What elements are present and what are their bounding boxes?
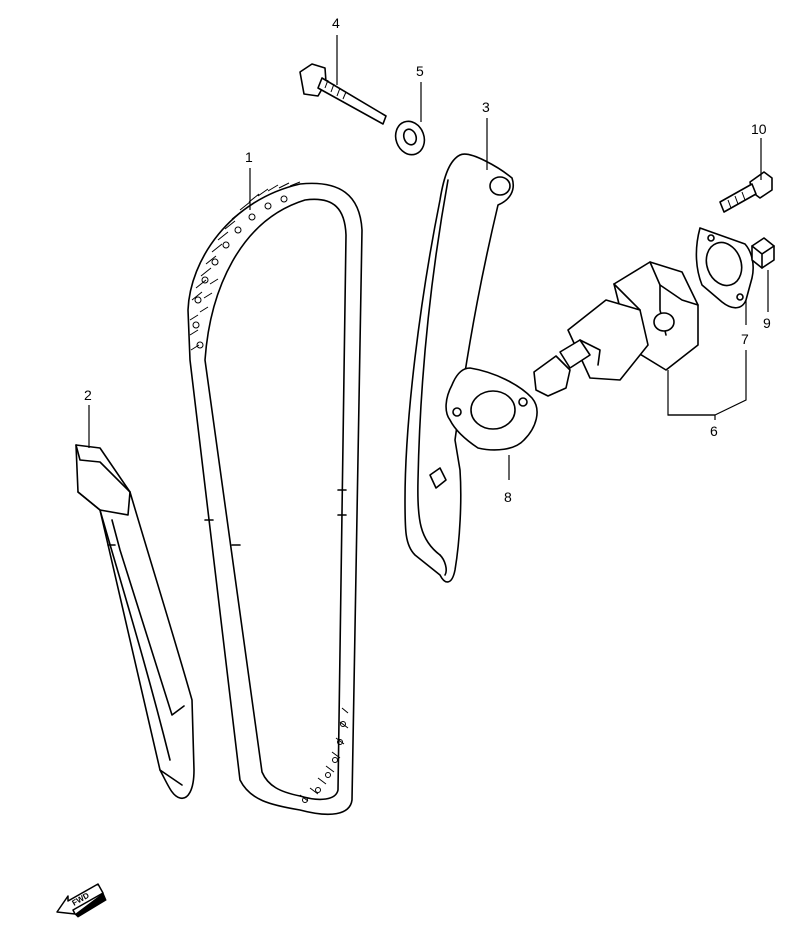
callout-6: 6	[710, 423, 718, 439]
bolt-4	[299, 63, 387, 125]
callout-2: 2	[84, 387, 92, 403]
tensioner-arm	[404, 153, 514, 583]
leader-lines	[88, 35, 769, 480]
callout-3: 3	[482, 99, 490, 115]
tensioner-adjuster-6	[533, 261, 699, 397]
cam-chain	[187, 181, 363, 816]
screw-10	[719, 171, 773, 213]
callout-9: 9	[763, 315, 771, 331]
chain-links-bottom	[299, 707, 349, 803]
chain-links-top	[189, 181, 301, 351]
chain-guide-front	[75, 444, 195, 799]
callouts: 1 2 3 4 5 6 7 8 9 10	[84, 15, 771, 505]
callout-5: 5	[416, 63, 424, 79]
callout-4: 4	[332, 15, 340, 31]
fwd-arrow-icon: FWD	[56, 883, 107, 918]
gasket-8	[445, 367, 538, 451]
callout-1: 1	[245, 149, 253, 165]
plug-9	[751, 237, 775, 269]
washer-5	[394, 120, 426, 156]
gasket-7	[695, 227, 754, 309]
callout-7: 7	[741, 331, 749, 347]
callout-10: 10	[751, 121, 767, 137]
callout-8: 8	[504, 489, 512, 505]
